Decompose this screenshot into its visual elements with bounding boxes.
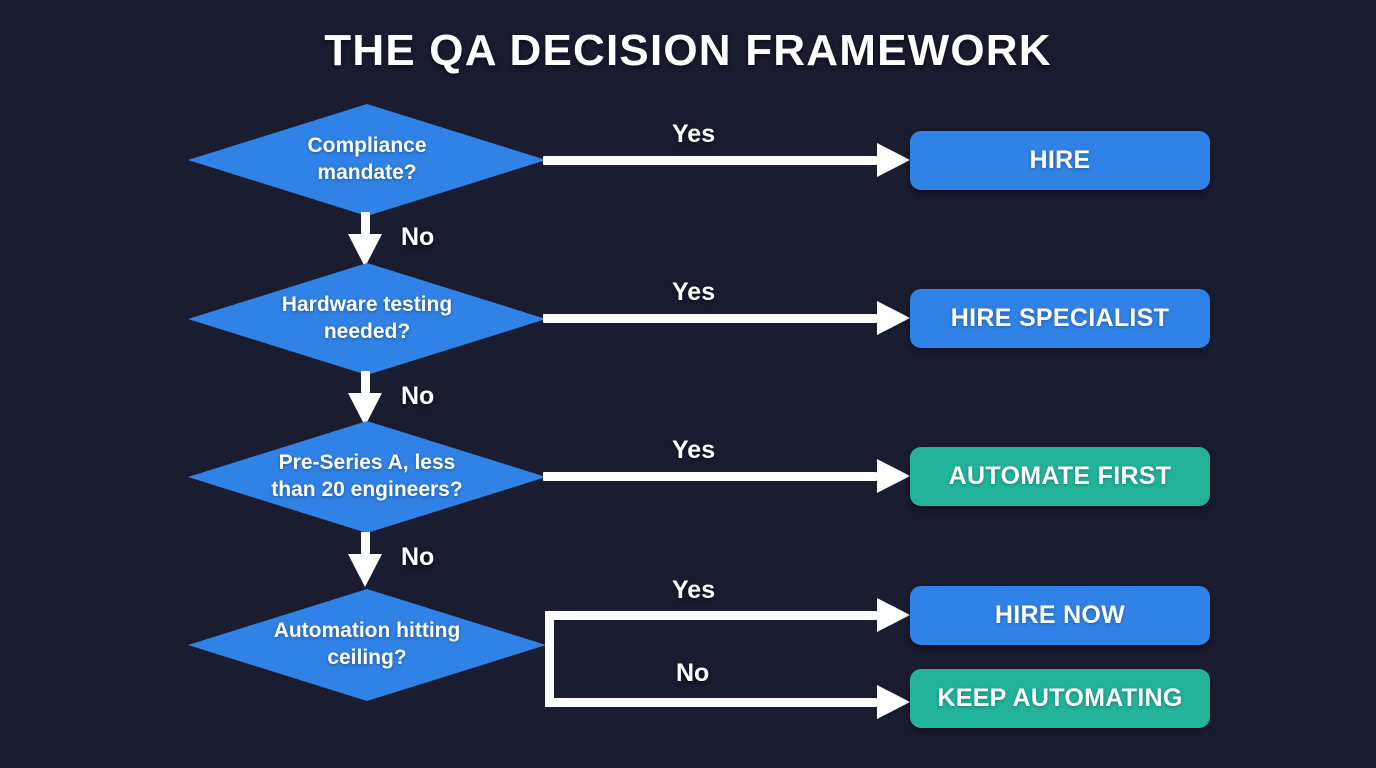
diamond-shape: [188, 263, 546, 375]
edge-no-4-arrow: [545, 685, 910, 719]
outcome-hire-now[interactable]: HIRE NOW: [910, 586, 1210, 645]
outcome-label: HIRE NOW: [994, 601, 1126, 629]
edge-label-yes-2: Yes: [672, 278, 716, 306]
edge-label-no-4: No: [676, 659, 710, 687]
edge-no-3-arrow: [348, 532, 382, 587]
decision-node-ceiling[interactable]: Automation hitting ceiling?: [188, 589, 546, 701]
decision-node-compliance[interactable]: Compliance mandate?: [188, 104, 546, 216]
edge-yes-3-arrow: [543, 459, 910, 493]
arrow-shaft: [543, 156, 877, 165]
diamond-shape: [188, 104, 546, 216]
outcome-label: KEEP AUTOMATING: [937, 684, 1183, 712]
outcome-label: HIRE SPECIALIST: [950, 304, 1170, 332]
arrow-shaft: [545, 611, 877, 620]
fork-stem: [545, 611, 554, 707]
arrow-head-icon: [877, 459, 910, 493]
edge-label-no-2: No: [401, 382, 435, 410]
arrow-shaft: [543, 472, 877, 481]
edge-label-yes-3: Yes: [672, 436, 716, 464]
arrow-head-icon: [877, 143, 910, 177]
edge-label-no-3: No: [401, 543, 435, 571]
diamond-shape: [188, 421, 546, 533]
edge-label-yes-1: Yes: [672, 120, 716, 148]
arrow-head-icon: [348, 393, 382, 426]
arrow-head-icon: [348, 234, 382, 267]
outcome-automate-first[interactable]: AUTOMATE FIRST: [910, 447, 1210, 506]
arrow-head-icon: [877, 598, 910, 632]
edge-no-1-arrow: [348, 212, 382, 267]
arrow-head-icon: [877, 685, 910, 719]
arrow-head-icon: [348, 554, 382, 587]
outcome-keep-automating[interactable]: KEEP AUTOMATING: [910, 669, 1210, 728]
decision-node-pre-series-a[interactable]: Pre-Series A, less than 20 engineers?: [188, 421, 546, 533]
edge-label-yes-4: Yes: [672, 576, 716, 604]
edge-no-2-arrow: [348, 371, 382, 426]
arrow-shaft: [361, 371, 370, 393]
edge-yes-1-arrow: [543, 143, 910, 177]
outcome-label: AUTOMATE FIRST: [948, 462, 1172, 490]
edge-label-no-1: No: [401, 223, 435, 251]
outcome-hire-specialist[interactable]: HIRE SPECIALIST: [910, 289, 1210, 348]
decision-node-hardware[interactable]: Hardware testing needed?: [188, 263, 546, 375]
outcome-hire[interactable]: HIRE: [910, 131, 1210, 190]
arrow-head-icon: [877, 301, 910, 335]
arrow-shaft: [361, 532, 370, 554]
edge-yes-4-arrow: [545, 598, 910, 632]
arrow-shaft: [545, 698, 877, 707]
arrow-shaft: [543, 314, 877, 323]
arrow-shaft: [361, 212, 370, 234]
outcome-label: HIRE: [1029, 146, 1091, 174]
edge-yes-2-arrow: [543, 301, 910, 335]
diamond-shape: [188, 589, 546, 701]
page-title: THE QA DECISION FRAMEWORK: [324, 26, 1052, 75]
